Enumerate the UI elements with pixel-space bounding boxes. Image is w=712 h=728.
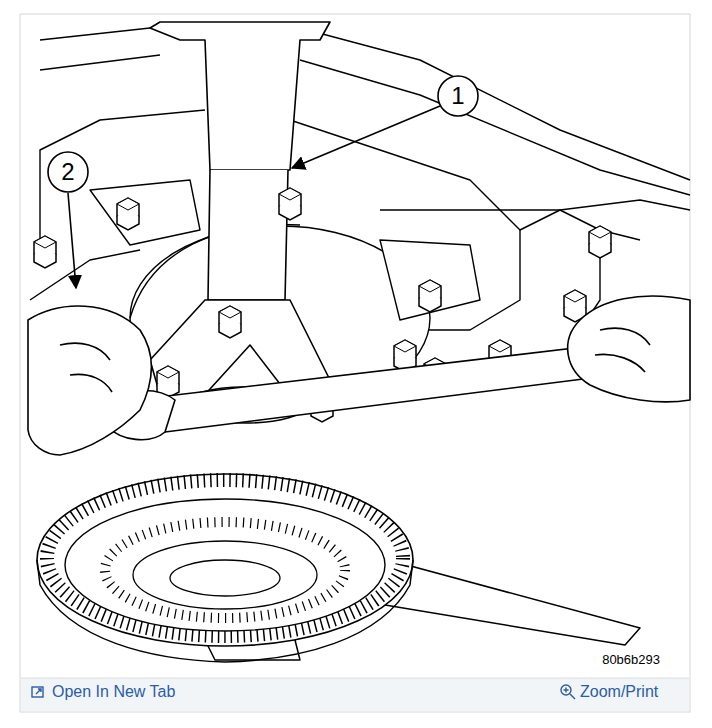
fan-clutch	[37, 474, 640, 662]
figure-code: 80b6b293	[602, 653, 660, 667]
wrench-and-hands	[28, 296, 690, 455]
toolbar-link: Open In New Tab	[52, 683, 175, 701]
image-frame	[20, 14, 690, 712]
callout-number: 2	[61, 159, 74, 185]
toolbar	[21, 678, 689, 711]
toolbar-rule	[21, 678, 689, 679]
callout-number: 1	[451, 83, 464, 109]
holding-tool	[150, 22, 340, 423]
callout-leaders	[48, 76, 478, 288]
toolbar-link: Zoom/Print	[580, 683, 658, 701]
